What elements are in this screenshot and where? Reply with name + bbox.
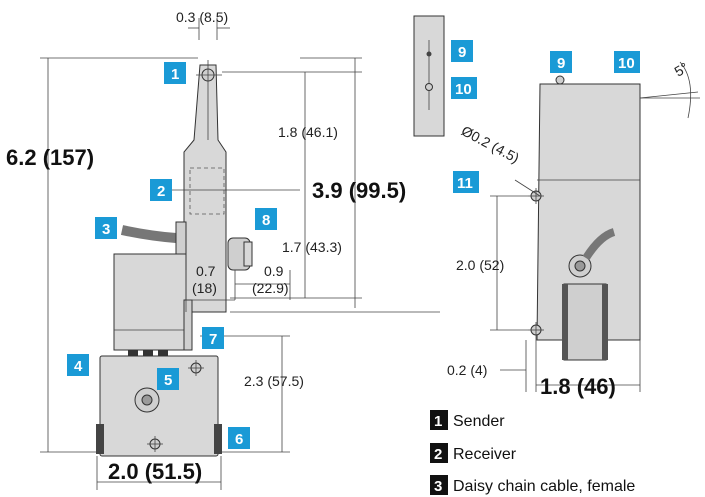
svg-text:1: 1 xyxy=(171,66,179,83)
callout-11: 11 xyxy=(453,171,479,193)
base-unit xyxy=(99,355,219,457)
legend: 1 Sender 2 Receiver 3 Daisy chain cable,… xyxy=(430,410,635,495)
callout-8: 8 xyxy=(255,208,277,230)
callout-5: 5 xyxy=(157,368,179,390)
callout-1: 1 xyxy=(164,62,186,84)
svg-text:3: 3 xyxy=(434,478,442,495)
svg-text:3: 3 xyxy=(102,221,110,238)
dim-sender-top: 1.8 (46.1) xyxy=(278,124,338,140)
dim-base-width: 2.0 (51.5) xyxy=(108,459,202,484)
svg-text:10: 10 xyxy=(455,81,472,98)
callout-6: 6 xyxy=(228,427,250,449)
dim-offset-a-in: 0.7 xyxy=(196,263,216,279)
legend-item-sender: 1 Sender xyxy=(430,410,505,430)
callout-2: 2 xyxy=(150,179,172,201)
dim-hole-diameter: Ø0.2 (4.5) xyxy=(459,122,522,166)
cable-connector xyxy=(175,221,187,255)
svg-text:2: 2 xyxy=(434,446,442,463)
callout-4: 4 xyxy=(67,354,89,376)
receiver-window xyxy=(189,167,225,215)
svg-text:Daisy chain cable, female: Daisy chain cable, female xyxy=(453,478,635,495)
svg-text:10: 10 xyxy=(618,55,635,72)
dim-offset-a-mm: (18) xyxy=(192,280,217,296)
dim-side-height: 2.0 (52) xyxy=(456,257,504,273)
svg-text:2: 2 xyxy=(157,183,165,200)
callout-10-side: 10 xyxy=(614,51,640,73)
callout-9-top: 9 xyxy=(451,40,473,62)
svg-text:Receiver: Receiver xyxy=(453,446,517,463)
sender-head xyxy=(183,64,227,313)
lower-housing xyxy=(113,253,187,351)
callout-10-top: 10 xyxy=(451,77,477,99)
svg-text:9: 9 xyxy=(557,55,565,72)
legend-item-cable: 3 Daisy chain cable, female xyxy=(430,475,635,495)
daisy-chain-cable xyxy=(120,225,177,243)
svg-text:11: 11 xyxy=(457,175,473,192)
dim-lower-height: 2.3 (57.5) xyxy=(244,373,304,389)
svg-text:9: 9 xyxy=(458,44,466,61)
side-bracket xyxy=(563,283,607,361)
callout-3: 3 xyxy=(95,217,117,239)
svg-text:6: 6 xyxy=(235,431,243,448)
callout-7: 7 xyxy=(202,327,224,349)
base-mount-right xyxy=(214,424,222,454)
dim-cable-offset: 1.7 (43.3) xyxy=(282,239,342,255)
svg-text:5: 5 xyxy=(164,372,172,389)
dim-top-width: 0.3 (8.5) xyxy=(176,9,228,25)
svg-text:7: 7 xyxy=(209,331,217,348)
callout-9-side: 9 xyxy=(550,51,572,73)
svg-text:4: 4 xyxy=(74,358,83,375)
svg-text:1: 1 xyxy=(434,413,442,430)
dim-side-offset: 0.2 (4) xyxy=(447,362,487,378)
svg-text:Sender: Sender xyxy=(453,413,505,430)
dim-offset-b-in: 0.9 xyxy=(264,263,284,279)
base-mount-left xyxy=(96,424,104,454)
svg-text:8: 8 xyxy=(262,212,270,229)
dim-side-width: 1.8 (46) xyxy=(540,374,616,399)
dim-total-height: 6.2 (157) xyxy=(6,145,94,170)
dim-mid-height: 3.9 (99.5) xyxy=(312,178,406,203)
legend-item-receiver: 2 Receiver xyxy=(430,443,517,463)
dim-offset-b-mm: (22.9) xyxy=(252,280,289,296)
